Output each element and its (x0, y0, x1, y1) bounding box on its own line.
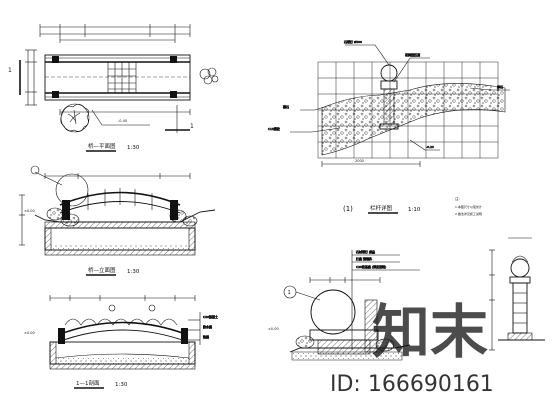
svg-text:1: 1 (288, 290, 291, 296)
plan-scale: 1:30 (127, 145, 140, 151)
svg-text:±0.00: ±0.00 (268, 327, 279, 331)
svg-text:石球灯 Ø300: 石球灯 Ø300 (344, 39, 362, 44)
svg-text:1: 1 (190, 123, 194, 130)
section-railing (64, 304, 178, 326)
detail-leaders: 石球灯 Ø300 花岗岩压顶 砌石 C15素砼 卵石 -0.20 (268, 39, 510, 151)
detail-scale: 1:10 (408, 207, 421, 213)
svg-text:砌石: 砌石 (283, 104, 289, 109)
plan-section-mark-left: 1 (8, 60, 21, 95)
elevation-globe-lamp (30, 165, 89, 207)
plan-tree-symbol (60, 103, 90, 133)
detail-title: 栏杆详图 (370, 204, 393, 212)
svg-text:C20混凝土: C20混凝土 (203, 314, 218, 319)
detail-number: (1) (343, 205, 353, 213)
elevation-scale: 1:30 (127, 269, 140, 275)
watermark-id-text: ID: 166690161 (330, 372, 494, 397)
section-leaders: C20混凝土 防水层 垫层 (188, 312, 218, 345)
svg-text:C20砼基座 (详见说明): C20砼基座 (详见说明) (356, 264, 386, 269)
svg-text:1.本图尺寸以毫米计: 1.本图尺寸以毫米计 (455, 204, 482, 209)
svg-text:石材球灯 成品: 石材球灯 成品 (356, 249, 375, 254)
plan-dimensions (25, 24, 191, 115)
svg-text:±0.00: ±0.00 (24, 209, 35, 213)
elevation-view: ±0.00 桥—立面图 1:30 (19, 165, 216, 276)
plan-paving (107, 61, 137, 94)
plan-view: 1 1 -0.40 桥—平面图 1:30 (8, 24, 219, 152)
lamp-section-view: 1 石材球灯 成品 灯座 预埋件 C20砼基座 (详见说明) ±0.00 (268, 249, 420, 361)
svg-text:垫层: 垫层 (203, 334, 209, 339)
plan-rock-symbols (199, 67, 219, 85)
plan-title: 桥—平面图 (88, 142, 116, 150)
section-view: C20混凝土 防水层 垫层 ±0.00 1—1剖面 1:30 (24, 295, 218, 389)
svg-text:±0.00: ±0.00 (24, 331, 35, 335)
detail-stone-band (321, 83, 506, 156)
watermark: 知末 ID: 166690161 (330, 298, 494, 397)
lamp-dimensions (309, 250, 381, 350)
watermark-logo-text: 知末 (372, 298, 488, 366)
svg-text:C15素砼: C15素砼 (268, 126, 280, 131)
svg-text:1: 1 (8, 67, 12, 74)
elevation-title: 桥—立面图 (88, 266, 116, 274)
svg-text:-0.20: -0.20 (426, 145, 434, 149)
svg-text:注:: 注: (455, 196, 460, 201)
plan-section-mark-bottom: 1 (165, 105, 194, 133)
svg-text:2.做法详见施工说明: 2.做法详见施工说明 (455, 211, 482, 216)
svg-text:防水层: 防水层 (203, 324, 212, 329)
lamp-post-elevation (489, 237, 545, 351)
lamp-globe (310, 289, 356, 335)
svg-text:花岗岩压顶: 花岗岩压顶 (405, 52, 420, 57)
elevation-dimensions (19, 173, 191, 246)
svg-text:卵石: 卵石 (497, 84, 503, 89)
railing-detail-view: 石球灯 Ø300 花岗岩压顶 砌石 C15素砼 卵石 -0.20 2000 (1… (268, 39, 510, 216)
svg-text:-0.40: -0.40 (118, 119, 127, 123)
section-dimensions (49, 295, 196, 301)
svg-text:2000: 2000 (355, 159, 364, 163)
detail-notes: 注: 1.本图尺寸以毫米计 2.做法详见施工说明 (455, 196, 482, 216)
lamp-leaders: 石材球灯 成品 灯座 预埋件 C20砼基座 (详见说明) (352, 249, 420, 271)
svg-text:灯座 预埋件: 灯座 预埋件 (356, 256, 372, 261)
section-title: 1—1剖面 (76, 379, 100, 387)
section-scale: 1:30 (115, 382, 128, 388)
plan-posts (52, 56, 177, 98)
plan-deck (44, 54, 191, 101)
